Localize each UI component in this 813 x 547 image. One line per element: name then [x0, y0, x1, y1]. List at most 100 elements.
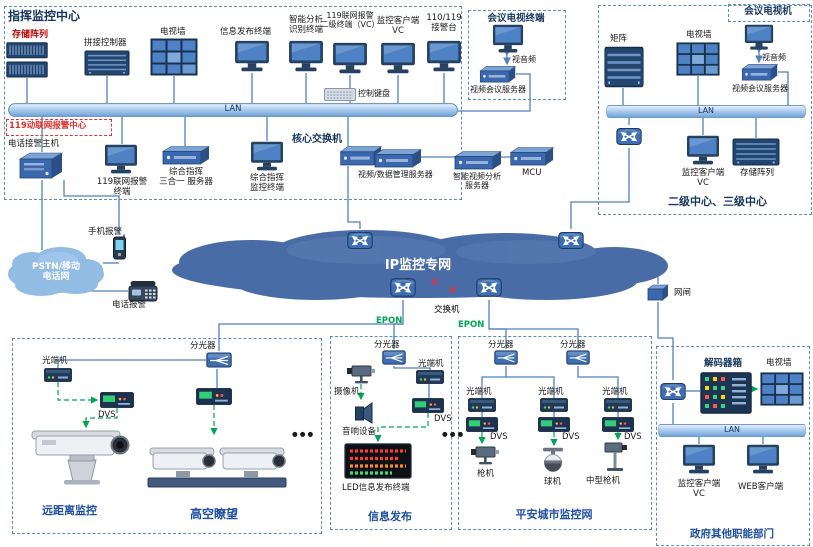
label-mobile-alarm: 手机报警 [88, 227, 123, 237]
dvs-safecity-3 [602, 417, 634, 432]
region-secondary-center [598, 5, 812, 215]
tvwall-icon [760, 372, 804, 406]
label-watchtower: 高空瞭望 [190, 507, 239, 521]
monitor-icon [105, 144, 137, 174]
lan-icon [606, 105, 806, 118]
longrange-ptz-camera [30, 424, 134, 486]
watchtower-cameras [146, 438, 288, 492]
matrix-rack [604, 46, 644, 88]
label-tvwall-gov: 电视墙 [766, 358, 792, 368]
label-client-vc-left: 监控客户端 VC [376, 16, 420, 37]
speaker-device [354, 401, 374, 425]
led-icon [344, 443, 412, 479]
splice-controller [84, 50, 130, 76]
label-phone-alarm: 电话报警 [112, 300, 147, 310]
label-splitter-infopub: 分光器 [374, 340, 400, 350]
deskphone-icon [128, 281, 158, 302]
optical-terminal-sc2 [540, 398, 568, 412]
alarm119-terminal-2 [104, 144, 138, 175]
region-label-conference-tv: 会议电视机 [744, 6, 792, 17]
client-vc-gov [682, 444, 716, 475]
server3d-icon [18, 152, 64, 179]
label-av-left: 视音频 [512, 55, 536, 64]
edge-opt-dvs-lr [57, 382, 99, 404]
splitter-icon [494, 350, 518, 365]
optbox-icon [416, 370, 444, 384]
label-tvwall-left: 电视墙 [160, 27, 186, 37]
label-dvs-sc2: DVS [562, 432, 580, 442]
label-three-in-one-server: 综合指挥 三合一 服务器 [159, 167, 213, 188]
label-web-client: WEB客户端 [738, 482, 784, 492]
dvs-icon [466, 417, 498, 432]
monitor-icon [747, 444, 779, 474]
edge-core-cloudswitch [347, 166, 361, 229]
mcu-server [508, 147, 554, 166]
rack-icon [84, 50, 130, 76]
label-optical-infopub: 光端机 [418, 359, 444, 369]
label-dispatch-console: 110/119 接警台 [426, 13, 462, 34]
storage-array-left [6, 42, 48, 78]
server-icon [509, 147, 554, 166]
label-optical-sc3: 光端机 [602, 387, 628, 397]
lan-icon [658, 424, 806, 437]
edge-epon1-splitter-ip [393, 323, 403, 349]
command-monitor-terminal [250, 141, 284, 172]
label-matrix: 矩阵 [610, 34, 628, 44]
monitor-icon [427, 40, 461, 72]
server-icon [373, 149, 422, 168]
region-label-gov-zone: 政府其他职能部门 [690, 528, 774, 540]
secondary-switch [616, 125, 642, 148]
region-label-conference-terminal: 会议电视终端 [487, 13, 545, 24]
switch-icon [390, 278, 416, 297]
kbd-icon [324, 88, 356, 101]
region-conference-terminal [468, 10, 566, 100]
switch-icon [476, 278, 502, 297]
switch-icon [660, 383, 686, 400]
camera-infopub [346, 364, 376, 384]
monitor-icon [492, 24, 524, 53]
label-splitter-longrange: 分光器 [190, 341, 216, 351]
ptzduo-icon [147, 447, 287, 488]
dome-camera [540, 447, 566, 473]
edge-sp1-opt2 [506, 376, 555, 398]
pstn-cloud: PSTN/移动 电话网 [6, 244, 106, 300]
storage-icon [6, 42, 48, 78]
epon-switch-right [476, 275, 502, 300]
three-in-one-server [160, 146, 210, 165]
analysis-terminal [288, 40, 324, 73]
dispatch-console [426, 40, 462, 73]
rack-icon [604, 46, 644, 88]
lan-icon [8, 103, 458, 117]
optbox-icon [44, 368, 72, 382]
switch-icon [347, 232, 373, 249]
label-videoconf-server-left: 视频会议服务器 [470, 85, 526, 94]
dome-icon [543, 447, 563, 472]
server-icon [453, 151, 502, 170]
splitter-icon [566, 350, 590, 365]
label-led-terminal: LED信息发布终端 [342, 483, 410, 493]
medium-gun-camera [602, 441, 632, 473]
region-label-command-center: 指挥监控中心 [8, 9, 81, 23]
region-gov-zone [656, 346, 810, 546]
label-command-terminal: 综合指挥 监控终端 [249, 173, 284, 194]
optical-terminal-infopub [416, 370, 444, 384]
label-epon-left: EPON [376, 316, 403, 326]
rack-icon [732, 138, 780, 166]
edge-sp2-opt3 [577, 366, 619, 398]
dvs-icon [412, 398, 444, 413]
label-dvs-infopub: DVS [434, 414, 452, 424]
label-video-data-server: 视频/数据管理服务器 [358, 170, 433, 179]
label-mcu: MCU [522, 168, 542, 178]
label-speaker: 音响设备 [342, 427, 377, 437]
label-optical-sc1: 光端机 [466, 387, 492, 397]
client-vc-right [686, 135, 720, 166]
label-epon-right: EPON [458, 320, 485, 330]
label-tvwall-right: 电视墙 [686, 30, 712, 40]
label-optical-sc2: 光端机 [538, 387, 564, 397]
label-medium-gun: 中型枪机 [586, 476, 621, 486]
region-label-alarm-center-119: 119动联网报警中心 [9, 121, 87, 131]
region-command-center [4, 6, 462, 200]
monitor-icon [235, 40, 269, 72]
video-analysis-server [452, 151, 502, 170]
region-safe-city-zone [458, 336, 652, 530]
